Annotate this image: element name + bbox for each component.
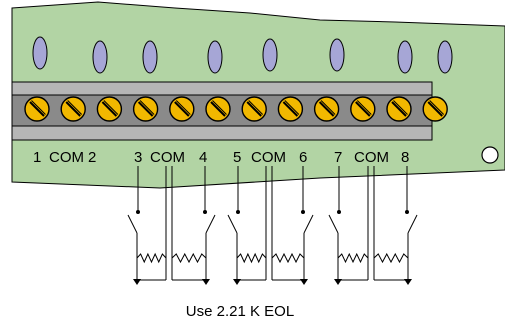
oval-led-icon <box>208 41 222 73</box>
arrow-icon <box>133 279 141 285</box>
terminal-label-5: 5 <box>233 149 241 166</box>
terminal-label-2: 2 <box>88 149 96 166</box>
slotted-screw-icon <box>242 97 266 121</box>
contact-dot <box>136 210 140 214</box>
contact-dot <box>337 210 341 214</box>
normally-open-switch-icon <box>329 215 338 233</box>
contact-dot <box>203 210 207 214</box>
terminal-label-com: COM <box>251 149 286 166</box>
resistor-icon <box>338 254 368 262</box>
contact-dot <box>301 210 305 214</box>
terminal-label-3: 3 <box>134 149 142 166</box>
contact-dot <box>236 210 240 214</box>
terminal-label-6: 6 <box>299 149 307 166</box>
oval-led-icon <box>93 41 107 73</box>
terminal-block <box>12 82 447 140</box>
terminal-label-4: 4 <box>199 149 207 166</box>
terminal-label-1: 1 <box>33 149 41 166</box>
slotted-screw-icon <box>25 97 49 121</box>
resistor-icon <box>237 254 266 262</box>
resistor-icon <box>272 254 304 262</box>
oval-led-icon <box>438 41 452 73</box>
normally-open-switch-icon <box>228 215 237 233</box>
terminal-label-com: COM <box>354 149 389 166</box>
arrow-icon <box>404 279 412 285</box>
arrow-icon <box>300 279 308 285</box>
arrow-icon <box>334 279 342 285</box>
slotted-screw-icon <box>315 97 339 121</box>
normally-open-switch-icon <box>128 215 137 233</box>
oval-led-icon <box>33 37 47 69</box>
arrow-icon <box>202 279 210 285</box>
oval-led-icon <box>398 41 412 73</box>
slotted-screw-icon <box>206 97 230 121</box>
resistor-icon <box>172 254 206 262</box>
terminal-label-com: COM <box>49 149 84 166</box>
normally-open-switch-icon <box>304 215 313 233</box>
slotted-screw-icon <box>170 97 194 121</box>
eol-caption: Use 2.21 K EOL <box>186 303 294 320</box>
mounting-hole-icon <box>482 147 498 163</box>
slotted-screw-icon <box>423 97 447 121</box>
terminal-label-8: 8 <box>401 149 409 166</box>
resistor-icon <box>137 254 166 262</box>
terminal-label-com: COM <box>150 149 185 166</box>
resistor-icon <box>374 254 408 262</box>
slotted-screw-icon <box>97 97 121 121</box>
oval-led-icon <box>143 41 157 73</box>
slotted-screw-icon <box>134 97 158 121</box>
slotted-screw-icon <box>351 97 375 121</box>
slotted-screw-icon <box>278 97 302 121</box>
zone-wiring-group-2 <box>228 166 313 285</box>
zone-wiring-group-3 <box>329 166 417 285</box>
slotted-screw-icon <box>387 97 411 121</box>
arrow-icon <box>233 279 241 285</box>
oval-led-icon <box>263 39 277 71</box>
oval-led-icon <box>330 39 344 71</box>
contact-dot <box>405 210 409 214</box>
terminal-label-7: 7 <box>334 149 342 166</box>
slotted-screw-icon <box>61 97 85 121</box>
normally-open-switch-icon <box>206 215 215 233</box>
normally-open-switch-icon <box>408 215 417 233</box>
